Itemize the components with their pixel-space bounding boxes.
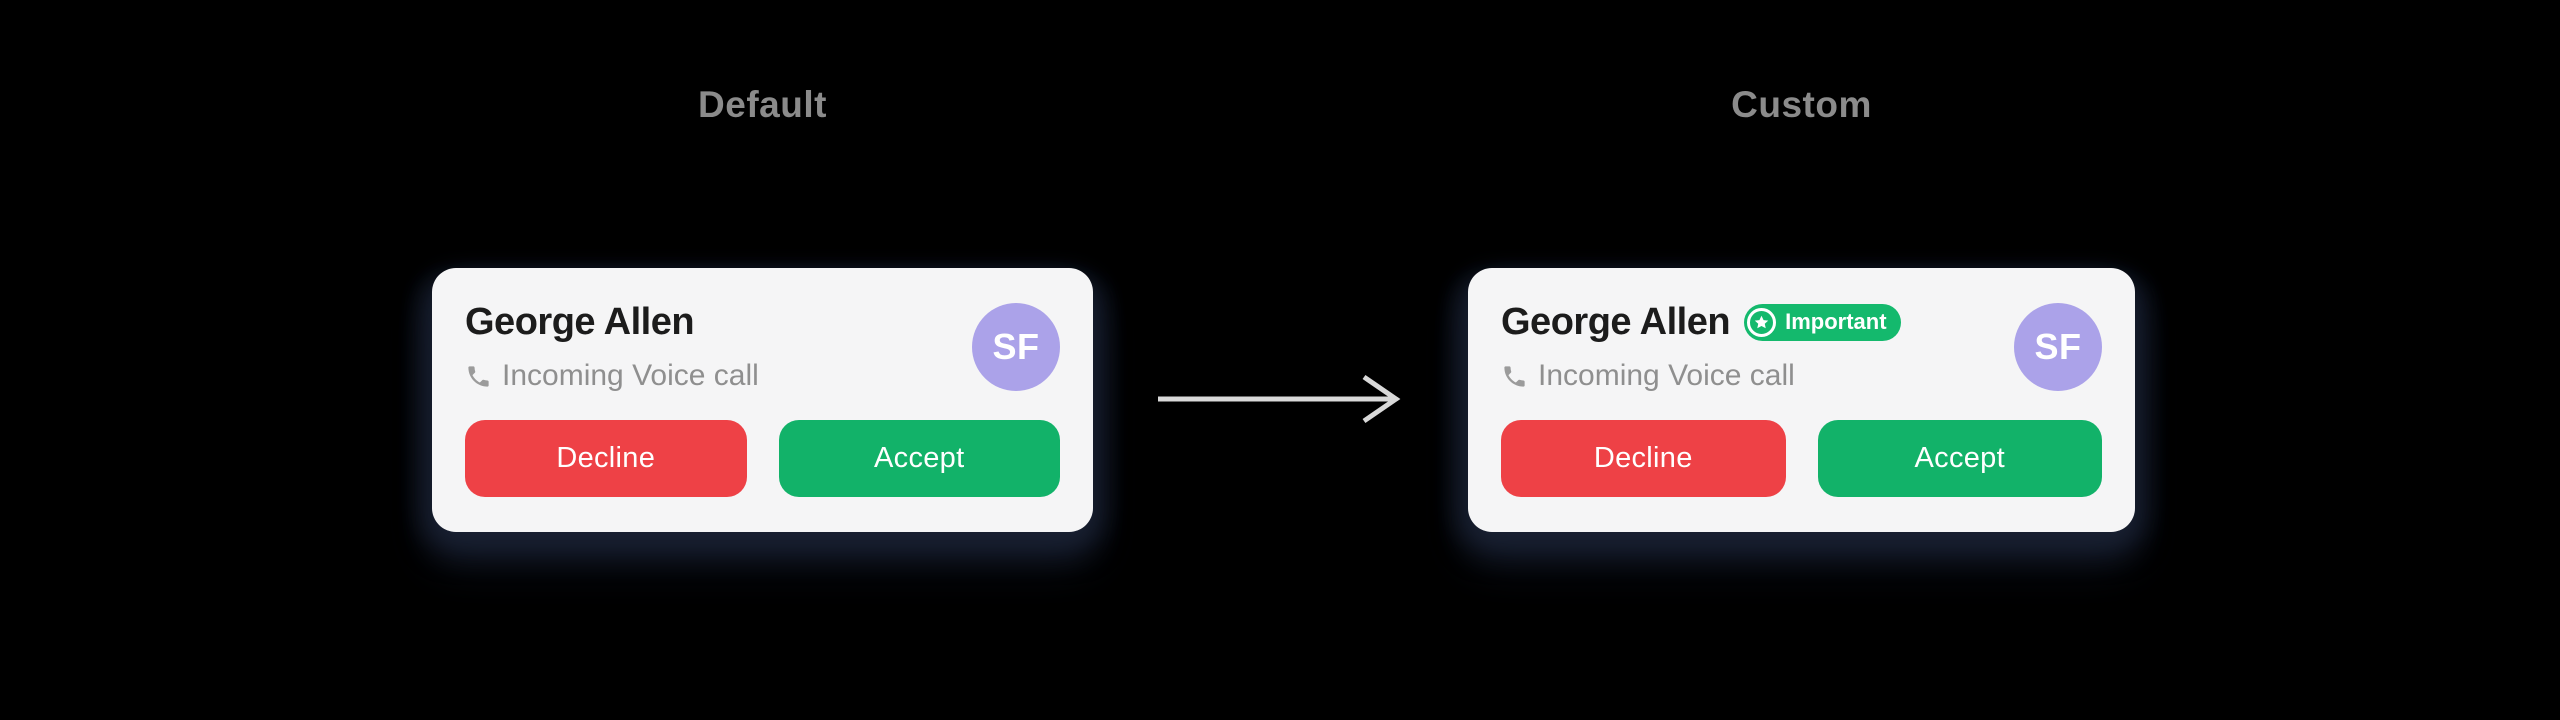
- incoming-call-card-custom: George Allen Important: [1468, 268, 2135, 532]
- avatar-initials: SF: [992, 326, 1040, 367]
- phone-icon: [1501, 363, 1528, 390]
- caller-name-row: George Allen Important: [1501, 300, 1901, 344]
- avatar: SF: [2014, 303, 2102, 391]
- phone-icon: [465, 363, 492, 390]
- caller-name: George Allen: [465, 301, 695, 343]
- decline-button[interactable]: Decline: [465, 420, 747, 497]
- accept-button[interactable]: Accept: [1817, 420, 2102, 497]
- call-type-row: Incoming Voice call: [465, 358, 759, 394]
- caller-info: George Allen Incoming Voice call: [465, 300, 759, 394]
- avatar: SF: [972, 303, 1060, 391]
- call-actions: Decline Accept: [465, 420, 1060, 497]
- card-header: George Allen Important: [1501, 300, 2102, 394]
- caller-info: George Allen Important: [1501, 300, 1901, 394]
- accept-button[interactable]: Accept: [778, 420, 1060, 497]
- panel-title-custom: Custom: [1731, 84, 1872, 125]
- incoming-call-card-default: George Allen Incoming Voice call SF: [432, 268, 1093, 532]
- call-actions: Decline Accept: [1501, 420, 2102, 497]
- call-type-label: Incoming Voice call: [502, 359, 759, 392]
- caller-name-row: George Allen: [465, 300, 759, 344]
- right-arrow-icon: [1158, 374, 1401, 424]
- important-badge: Important: [1744, 303, 1901, 341]
- panel-custom: Custom George Allen Important: [1468, 0, 2135, 720]
- avatar-initials: SF: [2034, 326, 2082, 367]
- call-type-row: Incoming Voice call: [1501, 358, 1901, 394]
- badge-label: Important: [1785, 309, 1887, 334]
- call-type-label: Incoming Voice call: [1538, 359, 1795, 392]
- panel-default: Default George Allen Incoming Voice call: [432, 0, 1093, 720]
- card-header: George Allen Incoming Voice call SF: [465, 300, 1060, 394]
- panel-title-default: Default: [698, 84, 827, 125]
- decline-button[interactable]: Decline: [1501, 420, 1786, 497]
- star-icon: [1747, 307, 1777, 337]
- caller-name: George Allen: [1501, 301, 1731, 343]
